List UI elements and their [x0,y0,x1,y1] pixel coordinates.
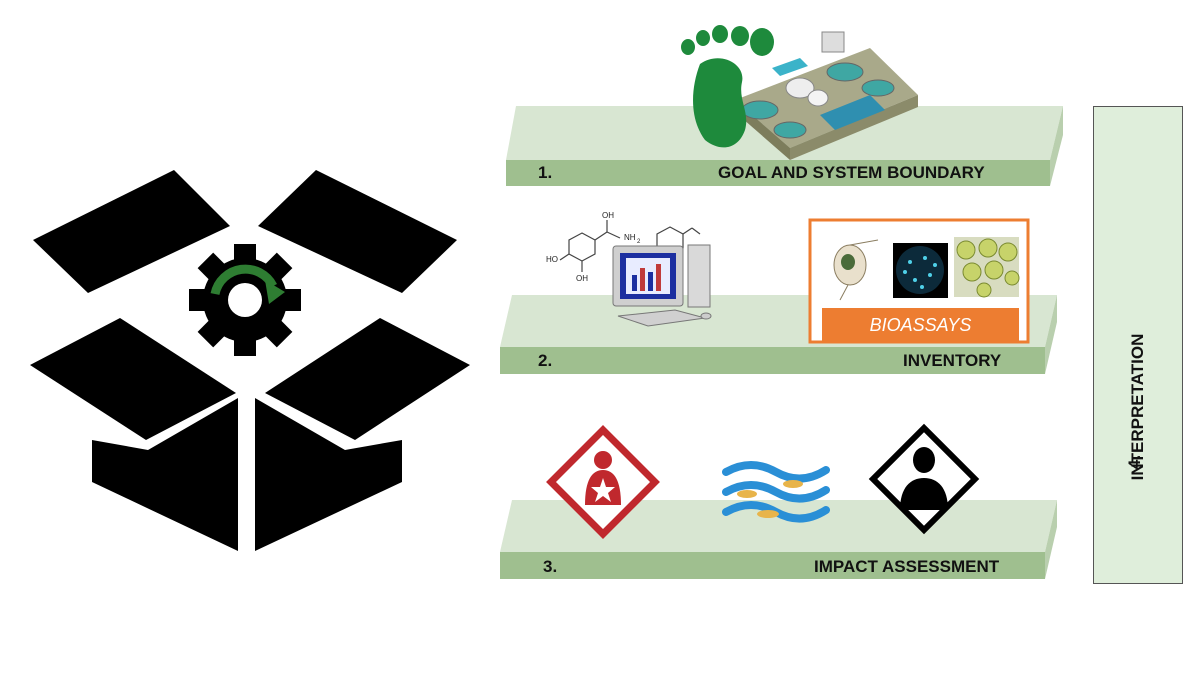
microscopy-cells-image [893,243,948,298]
algae-cells-image [954,237,1019,297]
step-2-label: INVENTORY [903,351,1001,371]
bioassays-label: BIOASSAYS [822,308,1019,342]
molecule-nh2: NH [624,233,636,242]
molecule-oh-top: OH [602,211,614,220]
molecule-nh2-subscript: 2 [637,239,641,245]
gear-icon [189,244,301,356]
interpretation-panel: INTERPRETATION [1093,106,1183,584]
molecule-ho-left: HO [546,255,558,264]
step-3-number: 3. [543,557,557,577]
step-2-number: 2. [538,351,552,371]
step-1-number: 1. [538,163,552,183]
interpretation-number: 4. [1125,455,1145,469]
step-1-label: GOAL AND SYSTEM BOUNDARY [718,163,985,183]
step-3-label: IMPACT ASSESSMENT [814,557,999,577]
molecule-oh-bottom: OH [576,274,588,283]
open-box-icon [30,170,470,551]
